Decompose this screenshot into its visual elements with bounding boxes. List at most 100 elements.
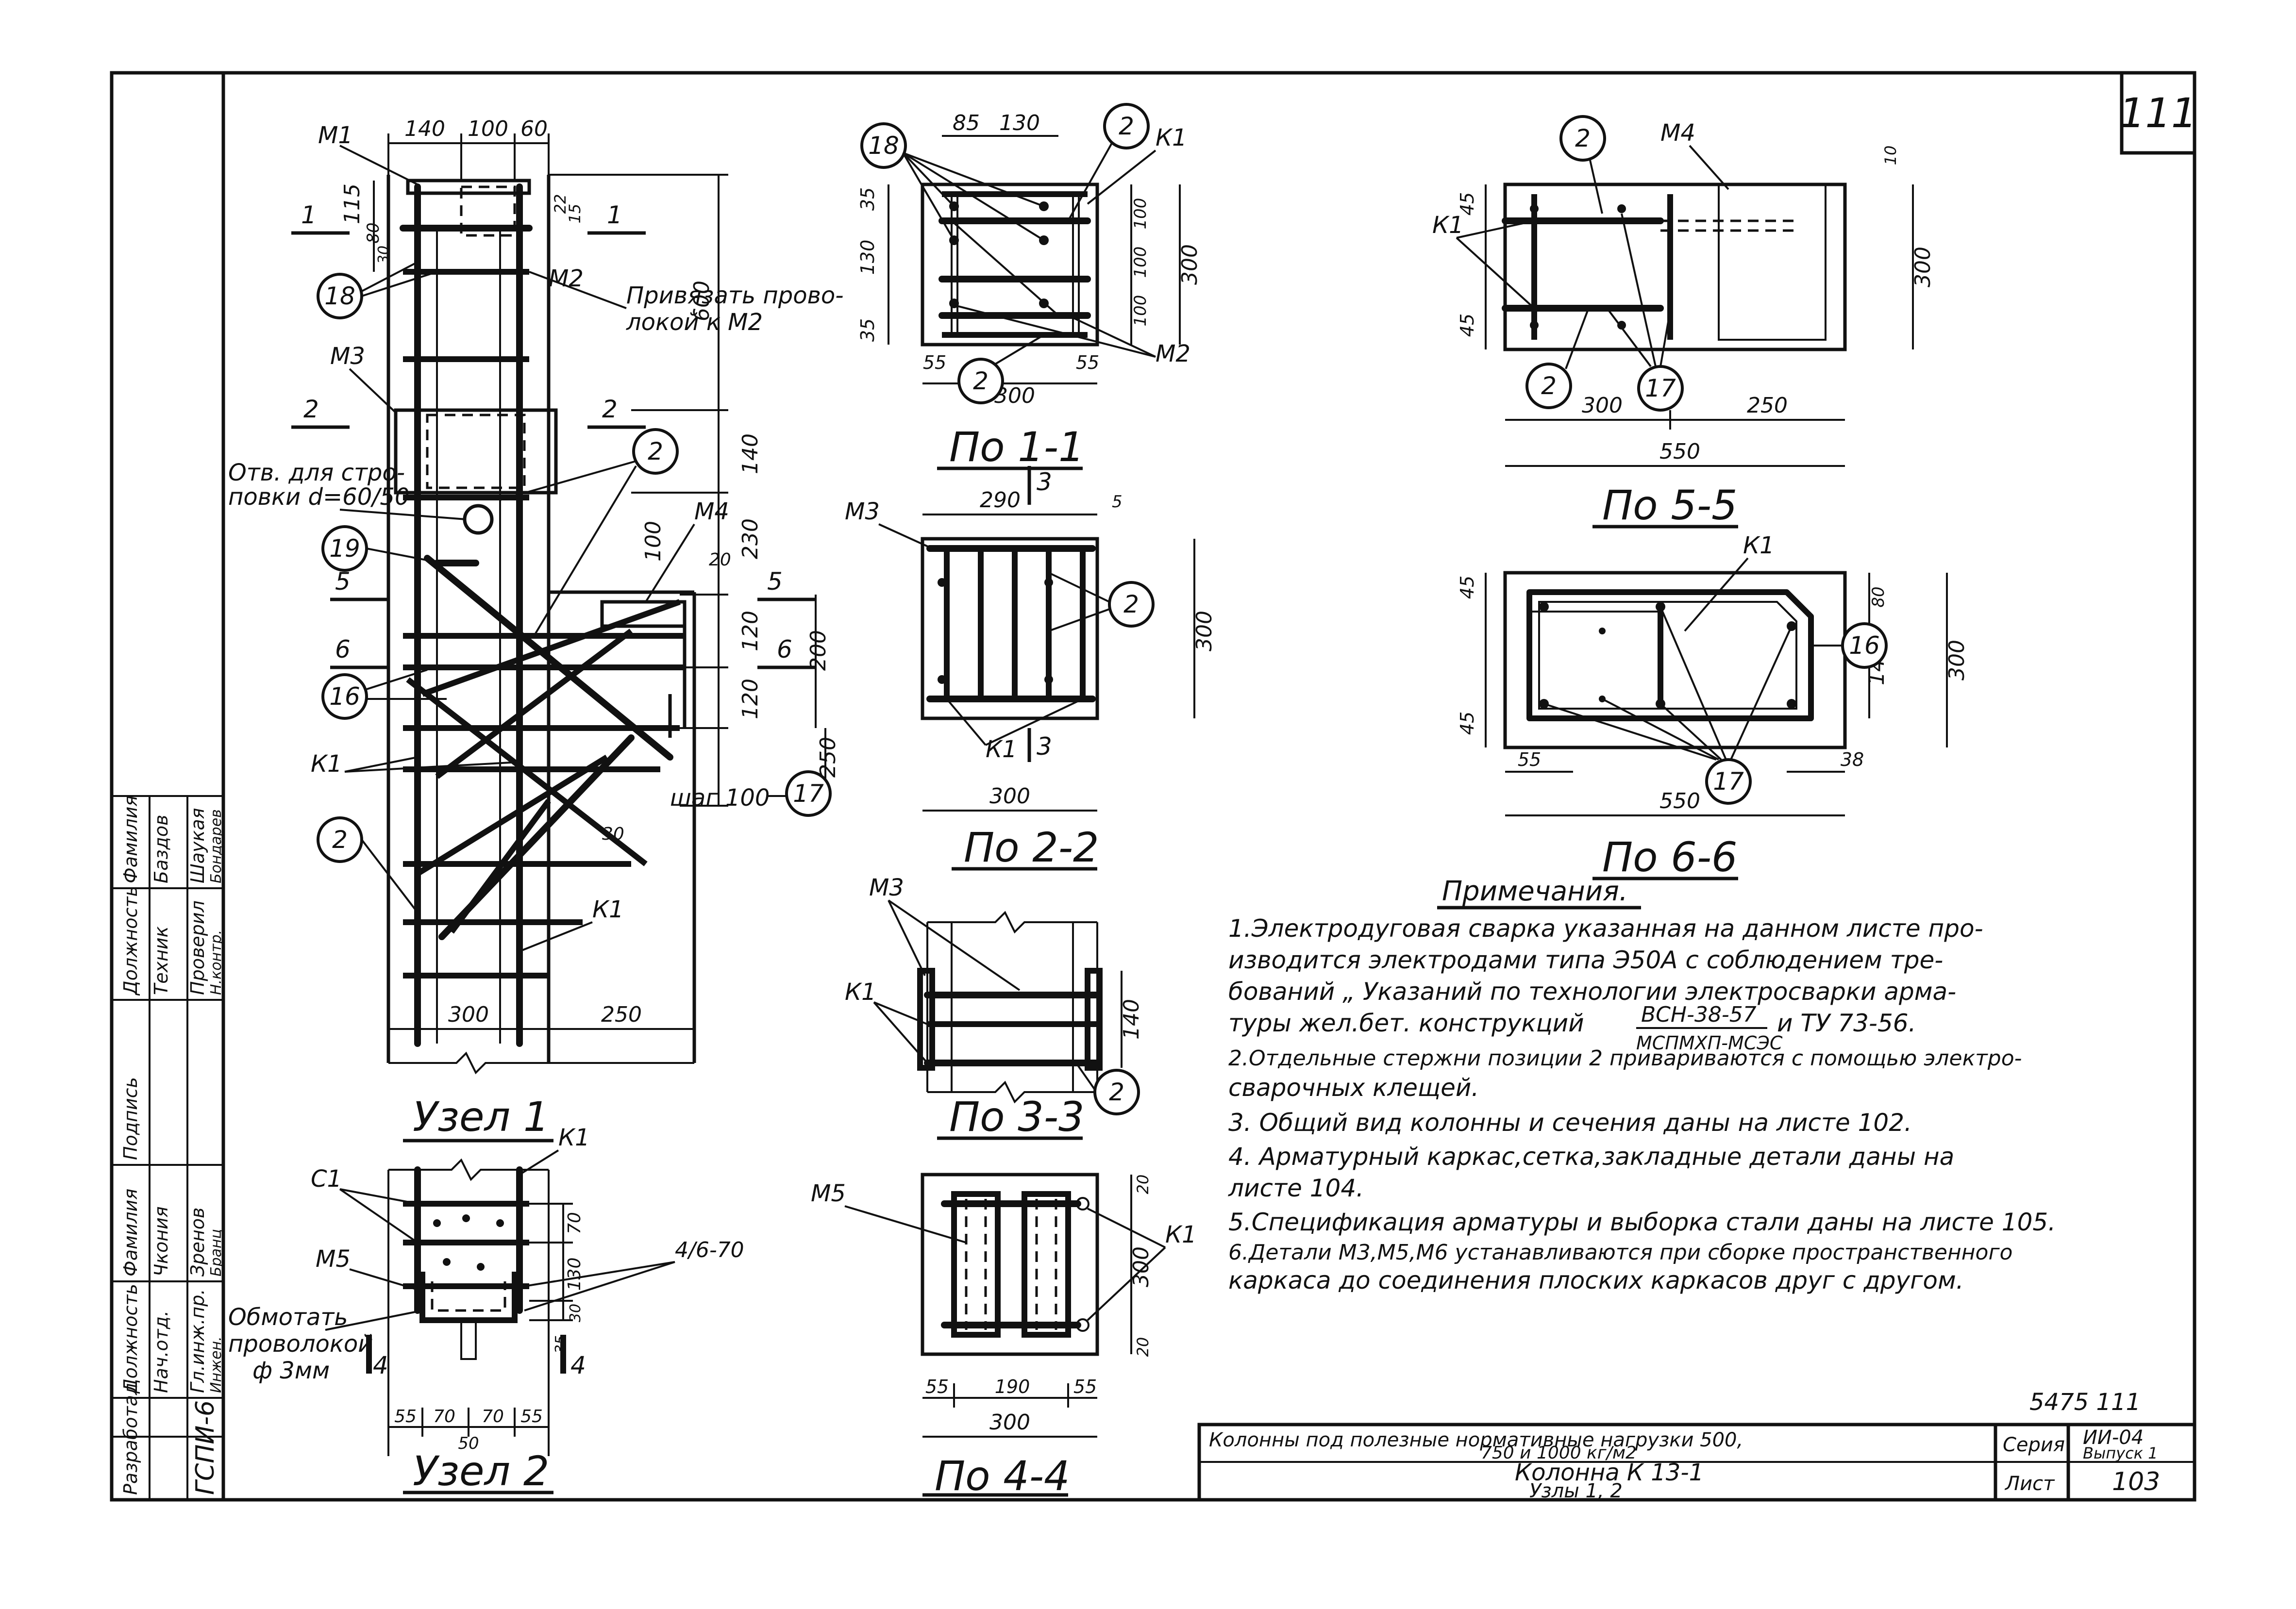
top-code: 5475 111 (2029, 1389, 2141, 1416)
sheet-value: 103 (2112, 1467, 2160, 1496)
stamp-row-name: Зренов (187, 1208, 208, 1277)
dim: 20 (1134, 1337, 1152, 1357)
stamp-row-name: Бондарев (208, 809, 225, 883)
section-mark: 4 (373, 1351, 388, 1379)
dim: 100 (641, 521, 666, 562)
label-c1: С1 (311, 1165, 342, 1193)
view-title: По 2-2 (964, 824, 1099, 871)
section-mark: 4 (570, 1351, 586, 1379)
view-title: По 5-5 (1602, 481, 1737, 529)
stamp-row-position: Н.контр. (208, 930, 225, 995)
label-wrap: проволокой (228, 1330, 373, 1358)
dim: 100 (1131, 295, 1150, 327)
sheet-number-box (2120, 71, 2196, 155)
dim: 35 (857, 318, 878, 342)
label-k1: К1 (845, 979, 876, 1006)
label-k1: К1 (1743, 532, 1775, 559)
dim: 550 (1659, 439, 1700, 464)
callout (1559, 115, 1606, 162)
dim: 80 (1869, 586, 1888, 607)
notes: Примечания. 1.Электродуговая сварка указ… (1228, 876, 2056, 1294)
dim: 250 (601, 1002, 642, 1027)
side-stamp: Разработал ГСПИ-6 Должность Фамилия Подп… (111, 795, 225, 1501)
view-title: По 3-3 (949, 1093, 1084, 1141)
label-dim-30: 30 (602, 824, 624, 844)
callout-number: 2 (1123, 590, 1139, 618)
dim: 45 (1457, 712, 1478, 735)
note-tu: и ТУ 73-56. (1777, 1009, 1916, 1037)
section-mark: 1 (607, 201, 622, 229)
callout-number: 2 (1541, 372, 1557, 400)
callout (1108, 581, 1155, 628)
dim: 30 (375, 246, 392, 264)
callout-number: 2 (973, 367, 989, 395)
dim: 45 (1457, 192, 1478, 216)
stamp-developer: Разработал (120, 1383, 141, 1495)
callout (860, 122, 907, 169)
section-mark: 2 (303, 395, 319, 423)
label-tie: локой к М2 (626, 309, 763, 336)
dim: 55 (394, 1407, 417, 1427)
dim: 140 (1119, 999, 1144, 1040)
callout (321, 673, 368, 720)
dim: 230 (738, 518, 763, 559)
view-title: По 1-1 (949, 423, 1084, 471)
section-mark: 3 (1037, 468, 1052, 496)
dim: 300 (1582, 393, 1623, 418)
label-wrap: Обмотать (228, 1304, 348, 1331)
label-m3: М3 (869, 874, 904, 901)
stamp-row-position: Проверил (187, 900, 208, 995)
callout-number: 2 (1575, 124, 1591, 152)
dim: 250 (816, 737, 840, 778)
view-uzel-2: 70 130 30 35 55 70 70 55 50 4 4 С1 К1 М5… (228, 1124, 744, 1495)
view-section-1-1: 85 130 35 130 35 100 100 100 300 55 55 3… (857, 103, 1202, 471)
title-line: 750 и 1000 кг/м2 (1481, 1443, 1637, 1463)
dim: 55 (925, 1376, 949, 1397)
dim: 130 (999, 111, 1040, 135)
dim: 22 (551, 194, 570, 214)
dim: 250 (1747, 393, 1788, 418)
note-line: 5.Спецификация арматуры и выборка стали … (1228, 1208, 2056, 1236)
dim: 550 (1659, 789, 1700, 813)
name-line: Узлы 1, 2 (1529, 1480, 1623, 1502)
dim: 100 (468, 116, 508, 141)
view-section-3-3: 140 М3 К1 2 По 3-3 (845, 874, 1144, 1141)
label-k1: К1 (986, 736, 1017, 763)
stamp-header-sign: Подпись (120, 1077, 141, 1160)
note-fraction-bottom: МСПМХП-МСЭС (1636, 1032, 1783, 1054)
label-wrap: ф 3мм (252, 1357, 330, 1384)
dim: 300 (1177, 244, 1202, 285)
dim: 38 (1841, 749, 1864, 770)
dim: 5 (1112, 492, 1123, 512)
view-title: По 4-4 (935, 1452, 1070, 1500)
label-k1: К1 (1156, 124, 1187, 151)
label-k1: К1 (1432, 212, 1464, 239)
dim: 115 (340, 183, 365, 224)
label-m3: М3 (845, 498, 880, 525)
callout (632, 428, 679, 475)
sheet-label: Лист (2004, 1473, 2055, 1495)
callout-number: 19 (329, 534, 360, 563)
dim: 120 (738, 679, 763, 719)
dim: 70 (565, 1212, 585, 1234)
label-m5: М5 (811, 1180, 846, 1207)
dim: 300 (989, 1410, 1030, 1435)
stamp-org: ГСПИ-6 (191, 1400, 220, 1495)
sheet-number: 111 (2119, 89, 2197, 137)
callout (1103, 103, 1150, 149)
stamp-row-name: Чкония (151, 1206, 172, 1277)
label-dim-20: 20 (709, 550, 731, 570)
label-hole: Отв. для стро- (228, 459, 405, 486)
stamp-row-name: Шаукая (187, 808, 208, 883)
notes-heading: Примечания. (1442, 876, 1628, 907)
stamp-header-name: Фамилия (120, 796, 141, 883)
stamp-header-position: Должность (120, 886, 141, 996)
label-m4: М4 (694, 498, 729, 525)
dim: 70 (482, 1407, 504, 1427)
label-m5: М5 (316, 1245, 351, 1273)
dim: 130 (565, 1258, 585, 1291)
callout (785, 770, 832, 817)
section-mark: 5 (767, 567, 783, 596)
view-section-5-5: 45 45 10 300 300 250 550 М4 К1 2 2 17 По… (1432, 115, 1935, 529)
dim: 45 (1457, 314, 1478, 337)
